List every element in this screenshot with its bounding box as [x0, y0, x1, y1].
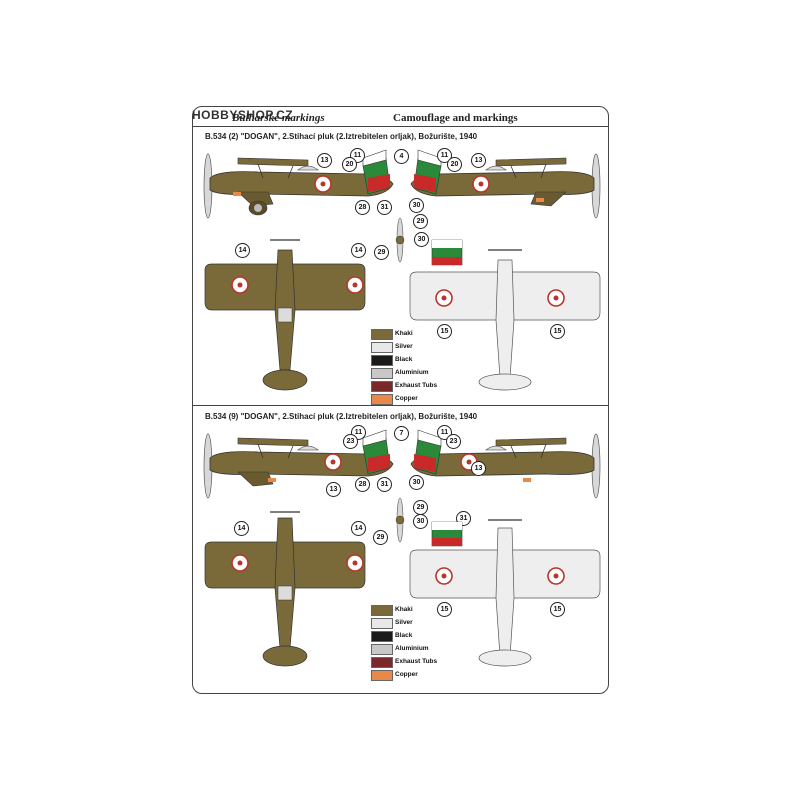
- panel-1-upper-plan-view: [204, 239, 366, 391]
- panel-2-side-views: 9: [203, 429, 601, 499]
- callout-badge: 14: [351, 243, 366, 258]
- panel-2-plan-views: [204, 497, 601, 667]
- callout-badge: 30: [413, 514, 428, 529]
- callout-badge: 20: [342, 157, 357, 172]
- callout-badge: 15: [437, 602, 452, 617]
- legend-label: Khaki: [395, 606, 413, 613]
- callout-badge: 28: [355, 477, 370, 492]
- legend-swatch: [371, 631, 393, 642]
- callout-badge: 13: [471, 153, 486, 168]
- callout-badge: 4: [394, 149, 409, 164]
- legend-swatch: [371, 657, 393, 668]
- legend-swatch: [371, 355, 393, 366]
- panel-1-starboard-side-view: [410, 149, 601, 219]
- legend-row-copper: Copper: [371, 394, 481, 405]
- legend-swatch: [371, 605, 393, 616]
- legend-label: Silver: [395, 343, 413, 350]
- legend-label: Exhaust Tubs: [395, 658, 438, 665]
- legend-swatch: [371, 329, 393, 340]
- callout-badge: 15: [437, 324, 452, 339]
- callout-badge: 20: [447, 157, 462, 172]
- panel-1-prop-spinner: [395, 217, 405, 263]
- legend-label: Khaki: [395, 330, 413, 337]
- callout-badge: 30: [409, 198, 424, 213]
- legend-row-aluminium: Aluminium: [371, 368, 481, 379]
- legend-swatch: [371, 670, 393, 681]
- legend-swatch: [371, 342, 393, 353]
- panel-2-upper-plan-view: [204, 511, 366, 667]
- callout-badge: 28: [355, 200, 370, 215]
- legend-row-aluminium: Aluminium: [371, 644, 481, 655]
- legend-swatch: [371, 381, 393, 392]
- watermark: HOBBYSHOP.CZ: [192, 108, 294, 122]
- callout-badge: 14: [235, 243, 250, 258]
- legend-swatch: [371, 618, 393, 629]
- callout-badge: 7: [394, 426, 409, 441]
- legend-row-copper: Copper: [371, 670, 481, 681]
- callout-badge: 31: [377, 200, 392, 215]
- panel-divider: [192, 405, 609, 406]
- callout-badge: 30: [409, 475, 424, 490]
- legend-label: Copper: [395, 671, 418, 678]
- legend-label: Copper: [395, 395, 418, 402]
- legend-row-silver: Silver: [371, 618, 481, 629]
- legend-label: Black: [395, 356, 413, 363]
- legend-label: Black: [395, 632, 413, 639]
- callout-badge: 14: [234, 521, 249, 536]
- panel-1-plan-views: [204, 217, 601, 391]
- legend-row-black: Black: [371, 631, 481, 642]
- panel-2-tail-flag: [431, 521, 463, 547]
- panel-1-lower-plan-view: [409, 249, 601, 391]
- panel-2-prop-spinner: [395, 497, 405, 543]
- callout-badge: 23: [343, 434, 358, 449]
- callout-badge: 13: [471, 461, 486, 476]
- legend-label: Exhaust Tubs: [395, 382, 438, 389]
- callout-badge: 30: [414, 232, 429, 247]
- panel-2-subtitle: B.534 (9) "DOGAN", 2.Stihací pluk (2.Izt…: [205, 412, 478, 421]
- callout-badge: 29: [413, 214, 428, 229]
- legend-label: Aluminium: [395, 645, 429, 652]
- header-right-title: Camouflage and markings: [393, 112, 518, 124]
- callout-badge: 15: [550, 324, 565, 339]
- legend-row-exhaust: Exhaust Tubs: [371, 657, 481, 668]
- callout-badge: 13: [326, 482, 341, 497]
- legend-row-black: Black: [371, 355, 481, 366]
- panel-1-subtitle: B.534 (2) "DOGAN", 2.Stihací pluk (2.Izt…: [205, 132, 478, 141]
- legend-row-exhaust: Exhaust Tubs: [371, 381, 481, 392]
- header-rule: [192, 126, 609, 127]
- callout-badge: 31: [377, 477, 392, 492]
- legend-row-silver: Silver: [371, 342, 481, 353]
- legend-label: Aluminium: [395, 369, 429, 376]
- callout-badge: 15: [550, 602, 565, 617]
- callout-badge: 23: [446, 434, 461, 449]
- legend-row-khaki: Khaki: [371, 329, 481, 340]
- callout-badge: 14: [351, 521, 366, 536]
- legend-label: Silver: [395, 619, 413, 626]
- panel-1-tail-flag: [431, 239, 463, 266]
- legend-swatch: [371, 368, 393, 379]
- panel-1-side-views: 2: [203, 149, 601, 219]
- header-left-title: Bulharské markings: [232, 112, 325, 124]
- callout-badge: 29: [374, 245, 389, 260]
- callout-badge: 29: [373, 530, 388, 545]
- panel-2-port-side-view: [203, 429, 394, 499]
- panel-1-port-side-view: [203, 149, 394, 219]
- callout-badge: 13: [317, 153, 332, 168]
- legend-row-khaki: Khaki: [371, 605, 481, 616]
- panel-2-starboard-side-view: [410, 429, 601, 499]
- panel-2-lower-plan-view: [409, 519, 601, 667]
- legend-swatch: [371, 644, 393, 655]
- legend-swatch: [371, 394, 393, 405]
